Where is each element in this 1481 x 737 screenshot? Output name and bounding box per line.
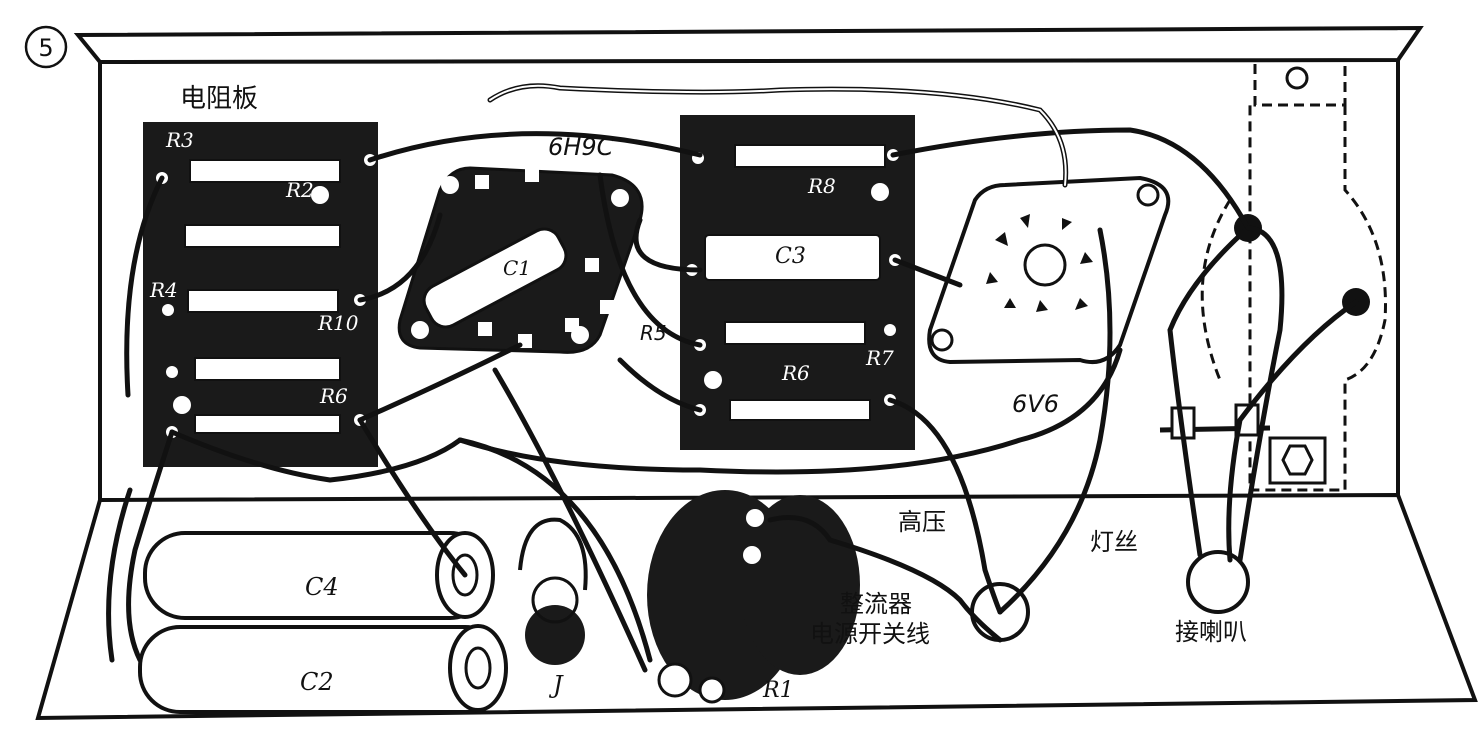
capacitor-c2 xyxy=(138,624,508,714)
resistor-board-left xyxy=(143,122,378,467)
label-r6-left: R6 xyxy=(319,384,348,408)
speaker-hole xyxy=(1186,550,1250,614)
label-r7: R7 xyxy=(865,346,894,370)
label-filament: 灯丝 xyxy=(1090,528,1138,556)
wiring xyxy=(106,83,1359,673)
figure-number: 5 xyxy=(38,34,53,62)
speaker-bracket xyxy=(1200,58,1387,492)
label-speaker: 接喇叭 xyxy=(1175,618,1247,646)
capacitor-c1 xyxy=(422,227,568,329)
label-c4: C4 xyxy=(305,573,339,601)
label-r10: R10 xyxy=(317,311,359,335)
label-r8: R8 xyxy=(807,174,836,198)
label-tube-6v6: 6V6 xyxy=(1012,390,1059,418)
label-r4: R4 xyxy=(149,278,178,302)
label-c3: C3 xyxy=(775,244,806,269)
label-r3: R3 xyxy=(165,128,194,152)
label-r5: R5 xyxy=(640,321,667,345)
figure-number-badge: 5 xyxy=(24,25,68,69)
rectifier-disc xyxy=(740,495,860,675)
chassis-back-panel xyxy=(73,25,1424,500)
label-c2: C2 xyxy=(300,668,334,696)
component-board-middle xyxy=(680,115,915,450)
label-power-switch-wire: 电源开关线 xyxy=(810,620,930,648)
label-r6-middle: R6 xyxy=(781,361,810,385)
label-resistor-board: 电阻板 xyxy=(180,84,258,114)
tube-socket-6v6 xyxy=(927,175,1171,365)
jack-j xyxy=(518,517,588,665)
label-c1: C1 xyxy=(503,256,531,280)
label-r2: R2 xyxy=(285,178,314,202)
label-tube-6h9c: 6H9C xyxy=(548,133,614,161)
label-r1: R1 xyxy=(762,678,794,703)
label-rectifier: 整流器 xyxy=(840,590,912,618)
label-high-voltage: 高压 xyxy=(898,508,946,536)
